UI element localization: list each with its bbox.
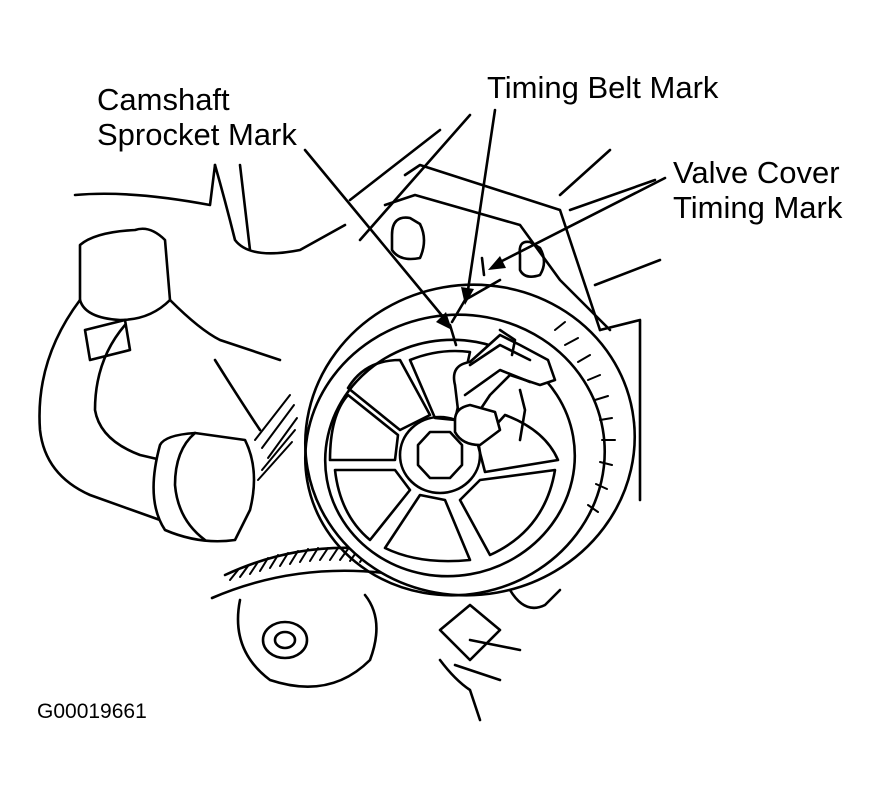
valve-leader-line [498,176,667,264]
camshaft-label-line1: Camshaft [97,82,230,117]
valve-arrowhead [488,256,506,270]
leader-lines [303,108,667,330]
valve-label-line1: Valve Cover [673,155,840,190]
camshaft-leader-line [303,148,446,320]
belt-arrowhead [461,287,474,305]
camshaft-arrowhead [436,312,452,330]
camshaft-sprocket-mark-label: Camshaft Sprocket Mark [97,82,297,152]
figure-code: G00019661 [37,700,147,723]
valve-label-line2: Timing Mark [673,190,843,225]
belt-leader-line [466,108,497,292]
valve-cover-timing-mark-label: Valve Cover Timing Mark [673,155,842,225]
timing-belt-mark-label: Timing Belt Mark [487,70,719,105]
camshaft-label-line2: Sprocket Mark [97,117,297,152]
